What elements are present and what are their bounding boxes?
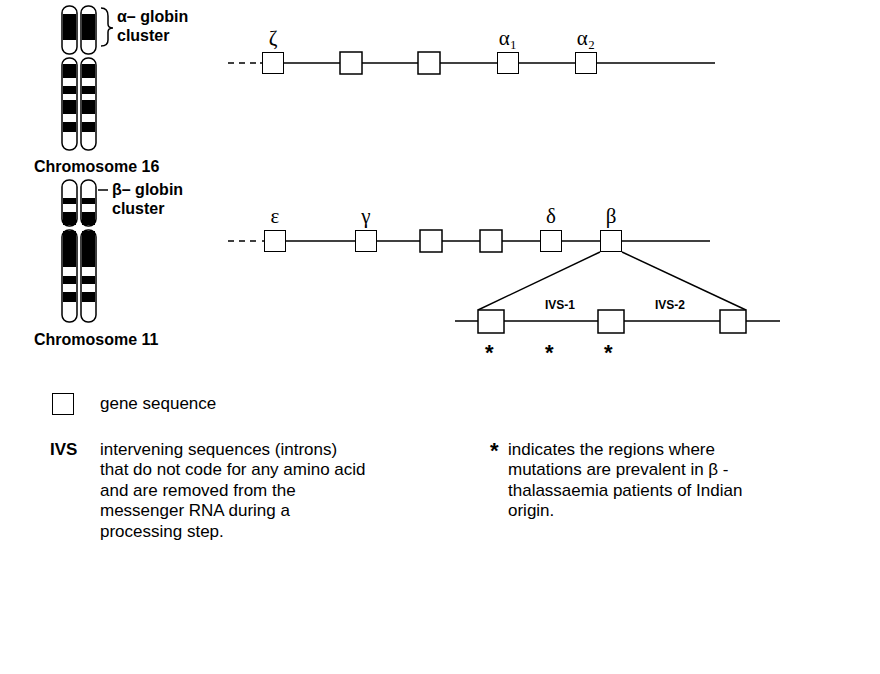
chromosome-label: Chromosome 11: [34, 330, 158, 349]
gene-name: β: [606, 206, 617, 227]
gene-name: α₁: [499, 28, 517, 49]
gene-box: α₂: [575, 52, 597, 74]
mutation-mark: *: [604, 340, 620, 366]
gene-name: α₂: [577, 28, 595, 49]
legend-text: gene sequence: [100, 394, 216, 414]
cluster-label: α– globin cluster: [117, 7, 207, 45]
legend-note: intervening sequences (introns) that do …: [100, 440, 370, 542]
intron-label: IVS-1: [545, 298, 575, 312]
gene-name: ζ: [269, 28, 278, 49]
gene-box: β: [600, 230, 622, 252]
gene-box: ζ: [262, 52, 284, 74]
legend-key: *: [490, 438, 506, 464]
legend-key: IVS: [50, 440, 95, 460]
gene-name: ε: [271, 206, 280, 227]
mutation-mark: *: [545, 340, 561, 366]
gene-box: γ: [355, 230, 377, 252]
gene-name: γ: [361, 206, 370, 227]
gene-box: α₁: [497, 52, 519, 74]
intron-label: IVS-2: [655, 298, 685, 312]
gene-box: ε: [264, 230, 286, 252]
mutation-mark: *: [485, 340, 501, 366]
chromosome-label: Chromosome 16: [34, 157, 159, 176]
legend-swatch: [52, 393, 74, 415]
cluster-label: β– globin cluster: [112, 180, 202, 218]
gene-box: δ: [540, 230, 562, 252]
legend-note: indicates the regions where mutations ar…: [508, 440, 758, 522]
gene-name: δ: [546, 206, 556, 227]
